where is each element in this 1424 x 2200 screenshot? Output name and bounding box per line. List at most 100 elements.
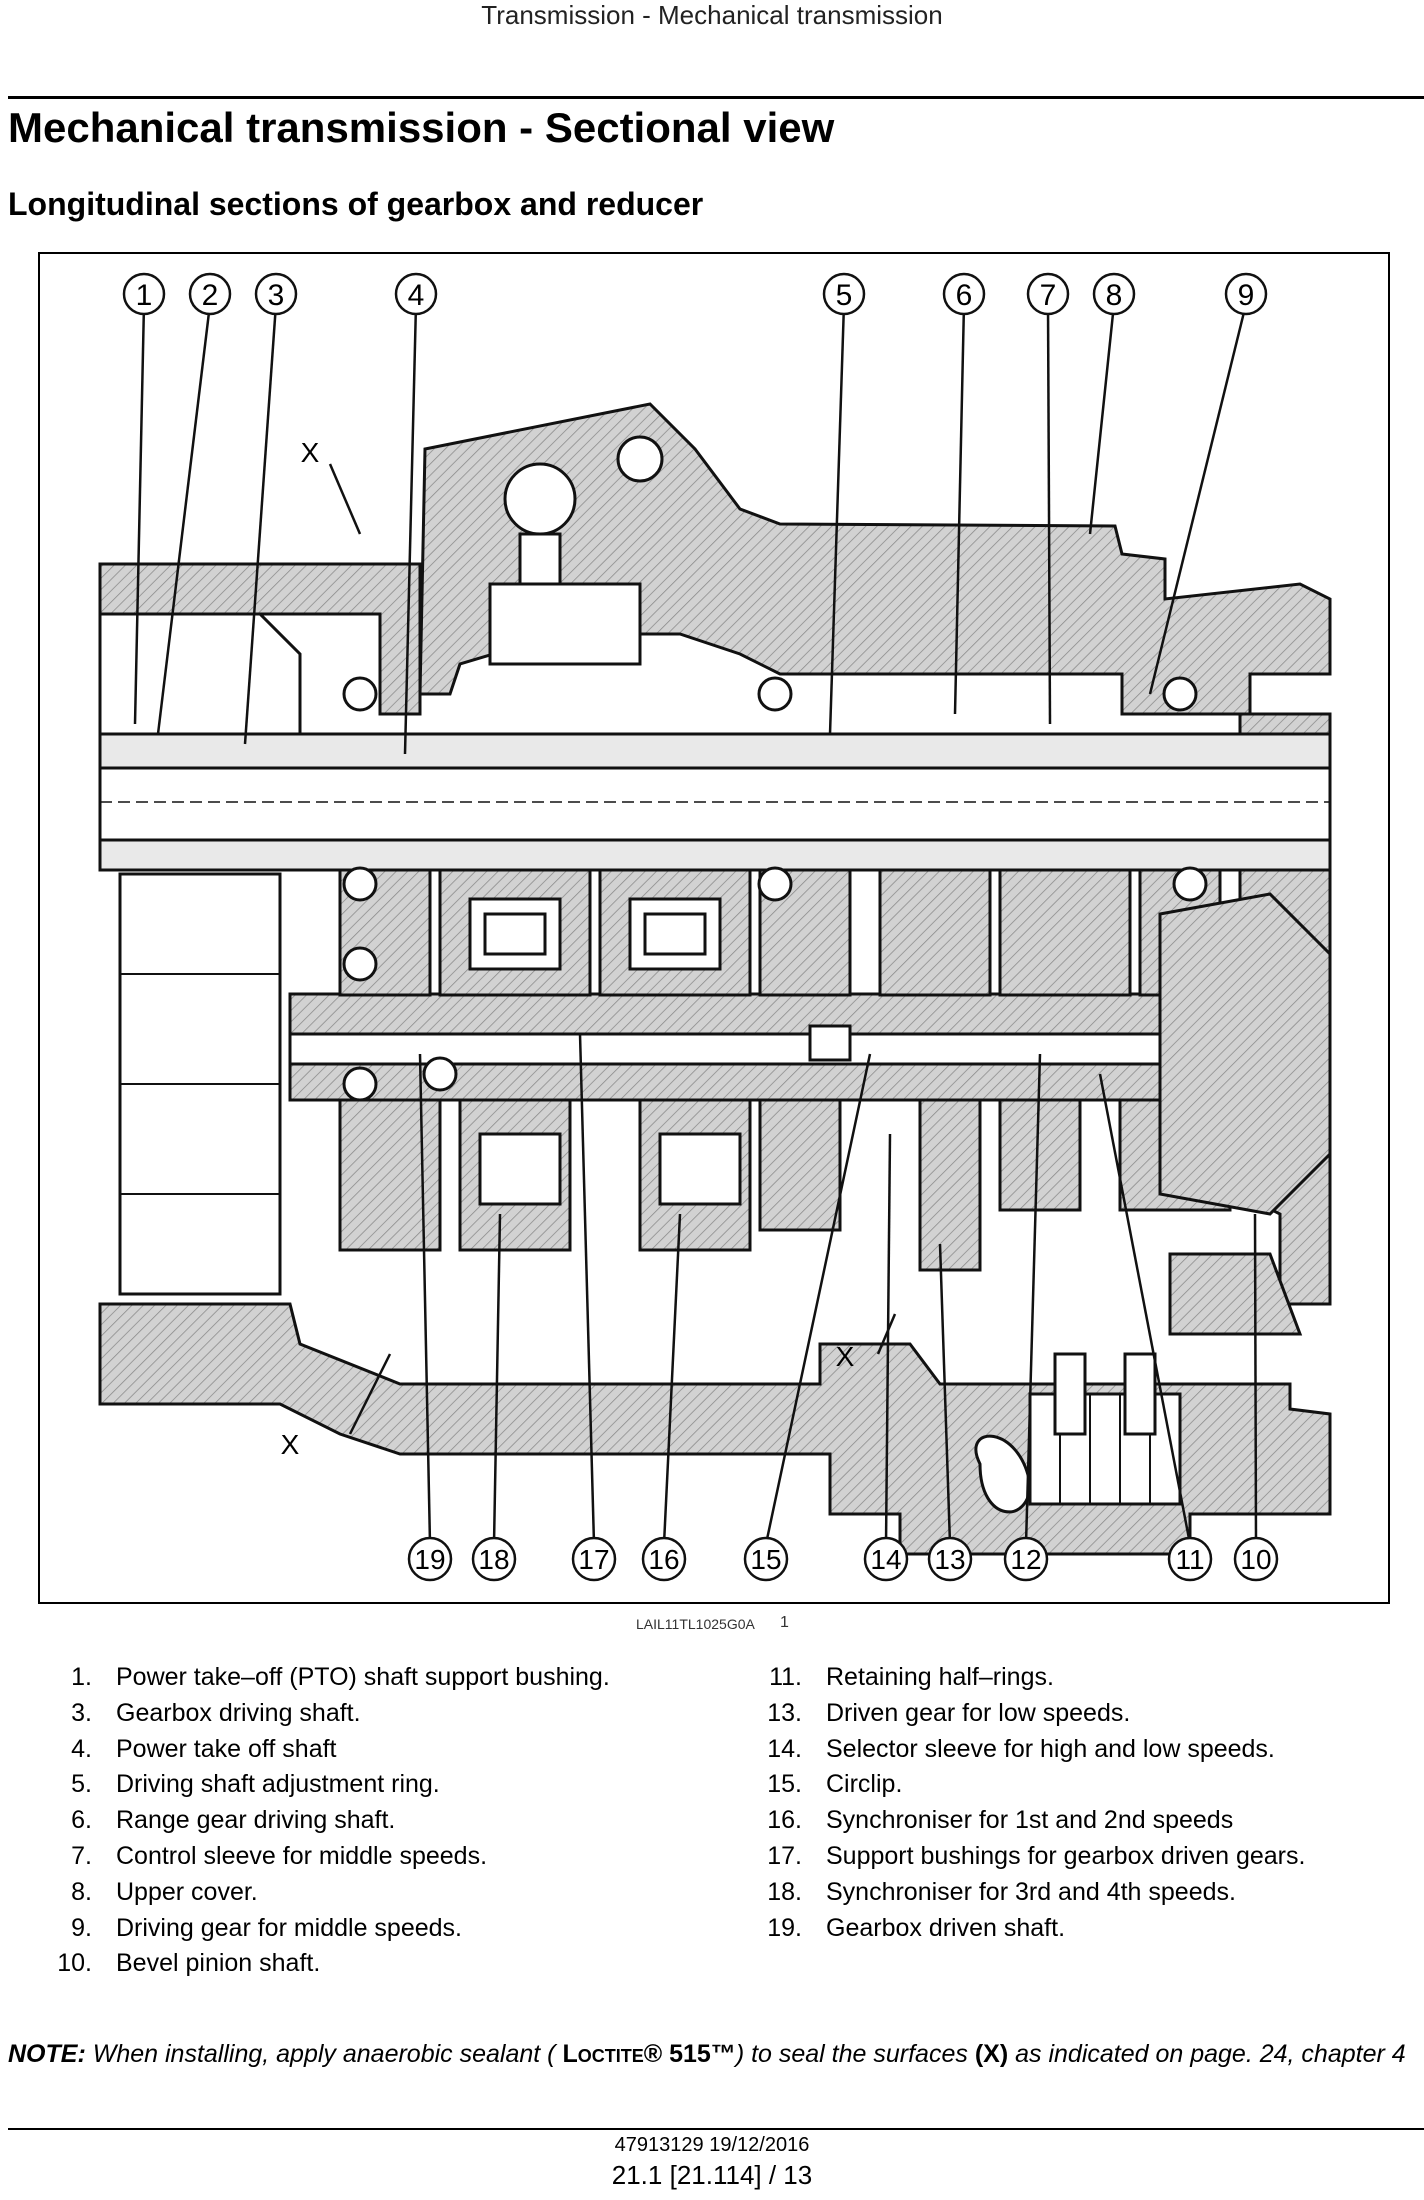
callout-17-label: 17 xyxy=(578,1544,609,1575)
footer-rule xyxy=(8,2128,1424,2130)
callout-19: 19 xyxy=(407,1536,453,1582)
callout-4: 4 xyxy=(394,272,438,316)
figure-number: 1 xyxy=(780,1614,789,1631)
callout-7-label: 7 xyxy=(1040,279,1057,312)
callout-17: 17 xyxy=(571,1536,617,1582)
callout-15: 15 xyxy=(743,1536,789,1582)
installation-note: NOTE: When installing, apply anaerobic s… xyxy=(8,2037,1420,2071)
callout-14: 14 xyxy=(863,1536,909,1582)
callout-19-label: 19 xyxy=(414,1544,445,1575)
legend-item-text: Driving shaft adjustment ring. xyxy=(116,1770,440,1799)
legend-item-number: 9. xyxy=(71,1913,92,1942)
legend-item-text: Power take off shaft xyxy=(116,1734,337,1763)
legend-item: 4. Power take off shaft xyxy=(24,1732,610,1768)
seal-markers: X X X xyxy=(281,437,855,1460)
legend-item-text: Power take–off (PTO) shaft support bushi… xyxy=(116,1663,610,1691)
sectional-view-figure: 1 2 3 4 5 6 7 8 9 19 18 17 16 15 14 13 1… xyxy=(38,252,1390,1604)
figure-reference-code: LAIL11TL1025G0A xyxy=(636,1616,755,1632)
legend-item-text: Synchroniser for 3rd and 4th speeds. xyxy=(826,1877,1236,1906)
header-rule xyxy=(8,96,1424,99)
callout-9-label: 9 xyxy=(1238,279,1255,312)
bevel-pinion xyxy=(1158,892,1332,1336)
legend-item-text: Selector sleeve for high and low speeds. xyxy=(826,1734,1275,1763)
callout-11: 11 xyxy=(1167,1536,1213,1582)
callout-18-label: 18 xyxy=(478,1544,509,1575)
legend-item-number: 10. xyxy=(57,1949,92,1978)
legend-item-number: 4. xyxy=(71,1734,92,1763)
callout-14-label: 14 xyxy=(870,1544,901,1575)
legend-item-number: 17. xyxy=(767,1841,802,1870)
synchroniser-hubs xyxy=(468,897,742,1206)
legend-item: 17.Support bushings for gearbox driven g… xyxy=(734,1839,1305,1875)
callout-2-label: 2 xyxy=(202,279,219,312)
legend-item-text: Driving gear for middle speeds. xyxy=(116,1913,462,1942)
legend-item-text: Upper cover. xyxy=(116,1877,258,1906)
legend-item-number: 18. xyxy=(767,1877,802,1906)
callout-13-label: 13 xyxy=(934,1544,965,1575)
legend-item-number: 6. xyxy=(71,1806,92,1835)
note-label: NOTE: xyxy=(8,2040,86,2068)
legend-item-text: Range gear driving shaft. xyxy=(116,1806,396,1835)
legend-item-number: 7. xyxy=(71,1841,92,1870)
note-text-after: as indicated on page. 24, chapter 4 xyxy=(1008,2040,1406,2068)
legend-item-number: 19. xyxy=(767,1913,802,1942)
driving-shafts xyxy=(98,732,1332,872)
legend-item-number: 16. xyxy=(767,1806,802,1835)
legend-item: 8. Upper cover. xyxy=(24,1875,610,1911)
legend-item-number: 15. xyxy=(767,1770,802,1799)
footer-document-reference: 47913129 19/12/2016 xyxy=(614,2134,810,2156)
seal-marker-lower-right: X xyxy=(836,1341,855,1372)
legend-item: 7. Control sleeve for middle speeds. xyxy=(24,1839,610,1875)
callout-1-label: 1 xyxy=(136,279,153,312)
callout-5: 5 xyxy=(822,272,866,316)
top-callouts: 1 2 3 4 5 6 7 8 9 xyxy=(122,272,1268,316)
callout-10-label: 10 xyxy=(1240,1544,1271,1575)
legend-item-text: Bevel pinion shaft. xyxy=(116,1949,321,1978)
legend-item: 14. Selector sleeve for high and low spee… xyxy=(734,1732,1305,1768)
callout-9: 9 xyxy=(1224,272,1268,316)
legend-item: 5. Driving shaft adjustment ring. xyxy=(24,1767,610,1803)
legend-item-text: Retaining half–rings. xyxy=(826,1663,1054,1691)
legend-item-number: 8. xyxy=(71,1877,92,1906)
legend-item-number: 5. xyxy=(71,1770,92,1799)
callout-15-label: 15 xyxy=(750,1544,781,1575)
callout-5-label: 5 xyxy=(836,279,853,312)
callout-6-label: 6 xyxy=(956,279,973,312)
legend-item-text: Gearbox driving shaft. xyxy=(116,1698,361,1727)
pto-shaft-tube xyxy=(98,612,302,1296)
legend-item: 3. Gearbox driving shaft. xyxy=(24,1696,610,1732)
transmission-drawing: 1 2 3 4 5 6 7 8 9 19 18 17 16 15 14 13 1… xyxy=(98,272,1332,1582)
brake-pack xyxy=(974,1352,1182,1514)
shift-lever xyxy=(488,435,664,666)
leader-lines xyxy=(133,303,1258,1545)
callout-12-label: 12 xyxy=(1010,1544,1041,1575)
legend-item: 18. Synchroniser for 3rd and 4th speeds. xyxy=(734,1875,1305,1911)
callout-3: 3 xyxy=(254,272,298,316)
note-brand: Loctite® 515™ xyxy=(562,2040,736,2068)
callout-3-label: 3 xyxy=(268,279,285,312)
legend-item-number: 13. xyxy=(767,1698,802,1727)
callout-7: 7 xyxy=(1026,272,1070,316)
note-symbol: (X) xyxy=(974,2040,1009,2068)
legend-item: 19. Gearbox driven shaft. xyxy=(734,1911,1305,1947)
callout-2: 2 xyxy=(188,272,232,316)
legend-item-number: 3. xyxy=(71,1698,92,1727)
callout-10: 10 xyxy=(1233,1536,1279,1582)
legend-item-text: Control sleeve for middle speeds. xyxy=(116,1841,488,1870)
note-text-middle: ) to seal the surfaces xyxy=(735,2040,975,2068)
callout-6: 6 xyxy=(942,272,986,316)
legend-item: 15.Circlip. xyxy=(734,1767,1305,1803)
legend-item: 1. Power take–off (PTO) shaft support bus… xyxy=(24,1660,610,1696)
running-head: Transmission - Mechanical transmission xyxy=(481,0,943,30)
callout-1: 1 xyxy=(122,272,166,316)
legend-item-text: Driven gear for low speeds. xyxy=(826,1698,1131,1727)
callout-11-label: 11 xyxy=(1175,1544,1204,1575)
legend-item-number: 14. xyxy=(767,1734,802,1763)
note-text-before: When installing, apply anaerobic sealant… xyxy=(85,2040,563,2068)
bearings xyxy=(342,676,1208,1102)
page-title: Mechanical transmission - Sectional view xyxy=(8,104,835,151)
legend-item-text: Synchroniser for 1st and 2nd speeds xyxy=(826,1806,1234,1835)
legend-item-text: Gearbox driven shaft. xyxy=(826,1913,1066,1942)
legend-item-number: 1. xyxy=(71,1663,92,1691)
legend-item: 16. Synchroniser for 1st and 2nd speeds xyxy=(734,1803,1305,1839)
